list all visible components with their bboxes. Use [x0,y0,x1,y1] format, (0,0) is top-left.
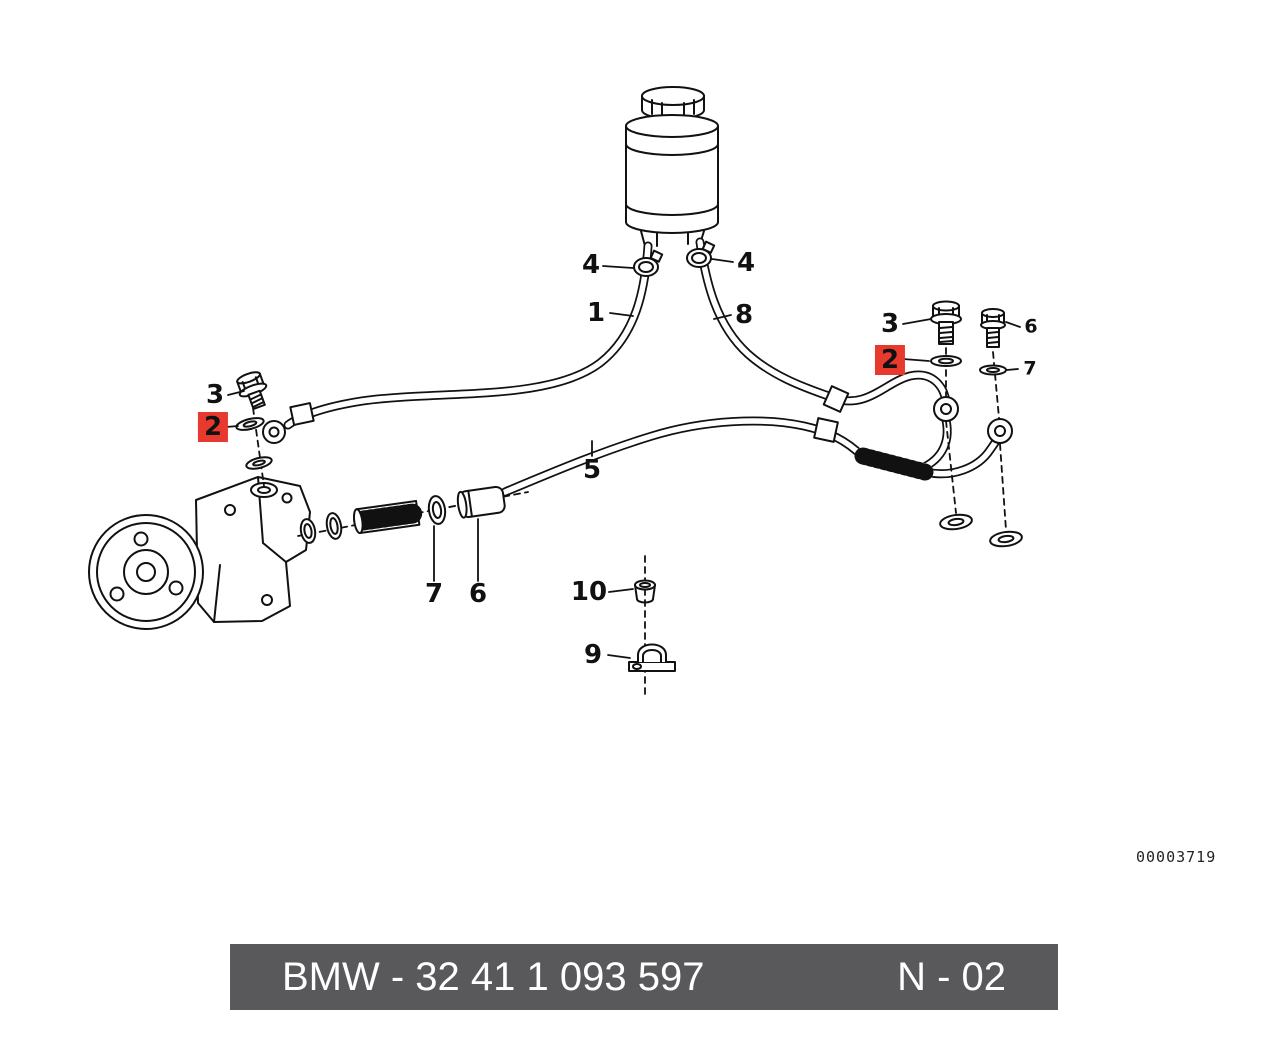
diagram-id: 00003719 [1136,848,1217,866]
callout-part-7[interactable]: 7 [424,579,444,609]
callout-part-2[interactable]: 2 [197,412,229,442]
threaded-fitting [352,499,423,535]
banjo-eye-left [262,420,286,444]
sealing-washer-lower-right-b [989,530,1023,548]
callout-part-6[interactable]: 6 [1024,315,1038,338]
power-steering-pump [88,476,311,630]
braided-sleeve [854,447,934,481]
callout-part-1[interactable]: 1 [586,298,606,328]
hose-clamp-right [686,240,716,268]
footer-part-bar: BMW - 32 41 1 093 597 N - 02 [230,944,1058,1010]
grommet-10 [634,579,656,604]
assembly-axis-right [945,347,1007,531]
hose-clamp-left [633,249,664,277]
oring-a [299,518,317,544]
callout-part-4[interactable]: 4 [581,250,601,280]
pump-pulley [88,514,204,630]
leader-lines [225,258,1021,659]
footer-part-number: BMW - 32 41 1 093 597 [282,954,705,999]
callout-part-5[interactable]: 5 [582,455,602,485]
banjo-eye-right-a [933,396,959,422]
callout-part-3[interactable]: 3 [205,380,225,410]
oring-b [325,512,343,540]
sealing-washer-lower-left [245,456,273,470]
banjo-bolt-6-right [980,308,1006,348]
callout-part-8[interactable]: 8 [734,300,754,330]
banjo-bolt-3-left [236,371,268,410]
footer-page-code: N - 02 [897,954,1006,999]
washer-7-bottom [427,495,447,525]
callout-part-6[interactable]: 6 [468,579,488,609]
callout-part-10[interactable]: 10 [570,577,608,607]
callout-part-2[interactable]: 2 [874,345,906,375]
pressure-hose-5 [500,416,1005,497]
callout-part-9[interactable]: 9 [583,640,603,670]
sealing-washer-2-right [930,355,962,367]
plug-6-bottom [456,485,506,519]
sealing-washer-7-right [979,364,1007,376]
hose-union-nuts [289,385,850,443]
clamp-clip-9 [628,643,676,672]
sealing-washer-2-left [235,417,265,431]
return-hose-1 [283,241,653,430]
sealing-washer-lower-right-a [939,513,973,531]
banjo-eye-right-b [987,418,1013,444]
banjo-bolt-3-right [930,300,962,345]
callout-part-4[interactable]: 4 [736,248,756,278]
callout-part-7[interactable]: 7 [1023,357,1037,380]
fluid-reservoir [625,86,719,247]
callout-part-3[interactable]: 3 [880,309,900,339]
